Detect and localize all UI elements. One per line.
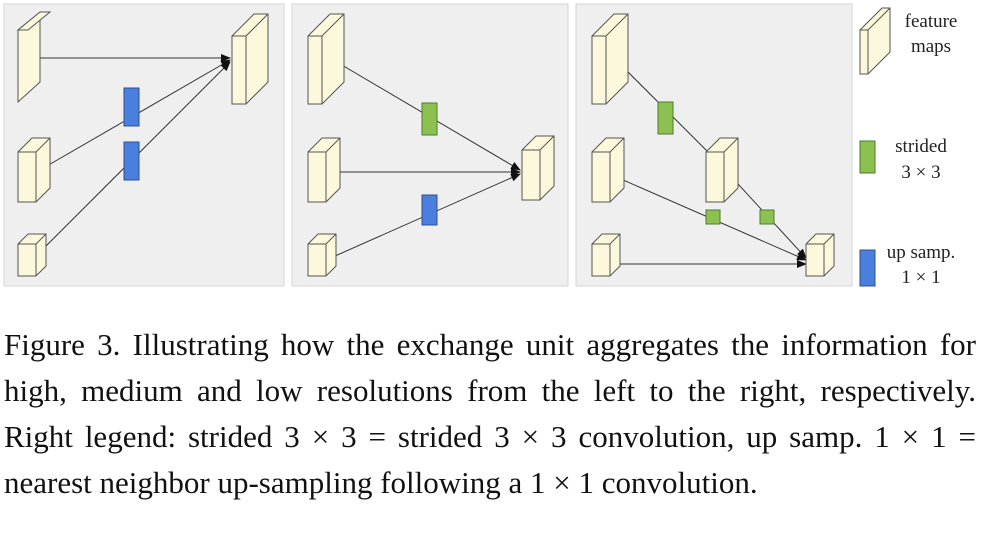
legend-feature-maps-line1: feature	[905, 11, 958, 32]
legend-upsamp-line2: 1 × 1	[901, 267, 940, 288]
panel-1-feature-map-medium	[17, 137, 51, 203]
legend-strided-line1: strided	[895, 136, 947, 157]
panel-3-strided-block-small-right	[759, 209, 775, 225]
panel-3-strided-block-top	[657, 101, 674, 135]
legend-feature-map-swatch	[859, 7, 891, 75]
panel-1-upsample-block-bottom	[123, 141, 140, 181]
panel-1-feature-map-output	[231, 13, 269, 105]
legend: feature maps strided 3 × 3 up samp. 1 × …	[859, 7, 958, 288]
panel-1-feature-map-low	[17, 233, 47, 277]
legend-strided-line2: 3 × 3	[901, 162, 940, 183]
panel-1-upsample-block-top	[123, 87, 140, 127]
panel-3-strided-block-small-left	[705, 209, 721, 225]
panel-2-feature-map-medium	[307, 137, 341, 203]
panel-3-feature-map-intermediate	[705, 137, 739, 203]
legend-strided-swatch	[859, 140, 876, 174]
legend-upsample-swatch	[859, 249, 876, 287]
figure-caption: Figure 3. Illustrating how the exchange …	[4, 327, 976, 500]
legend-feature-maps-line2: maps	[911, 36, 951, 57]
panel-2-feature-map-low	[307, 233, 337, 277]
exchange-unit-figure: feature maps strided 3 × 3 up samp. 1 × …	[3, 3, 958, 288]
panel-1-feature-map-high	[16, 10, 52, 104]
panel-3-feature-map-medium	[591, 137, 625, 203]
panel-2-feature-map-output	[521, 135, 555, 201]
panel-3-feature-map-high	[591, 13, 629, 105]
panel-2-feature-map-high	[307, 13, 345, 105]
legend-upsamp-line1: up samp.	[887, 242, 956, 263]
panel-3-feature-map-output	[805, 233, 835, 277]
panel-2-upsample-block	[421, 194, 438, 226]
panel-2-strided-block	[421, 102, 438, 136]
panel-3-feature-map-low	[591, 233, 621, 277]
